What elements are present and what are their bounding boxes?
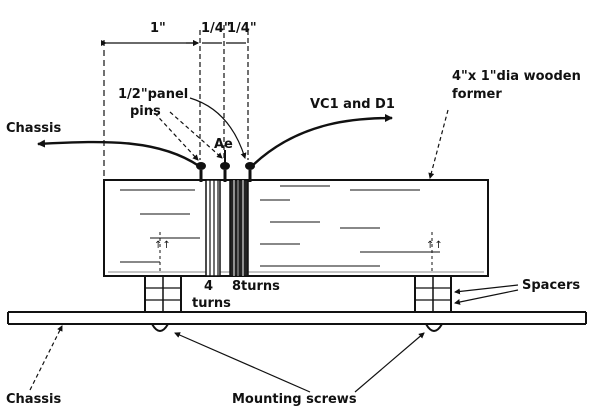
- dimension-quarter-1: 1/4": [201, 21, 231, 36]
- wire-to-vc1-d1: [251, 114, 393, 167]
- panel-pin-1: [196, 162, 206, 182]
- svg-text:↑↑: ↑↑: [426, 240, 443, 251]
- spacer-right: ↑↑: [414, 232, 452, 313]
- label-4: 4: [204, 279, 213, 294]
- spacer-left: ↑↑: [144, 232, 182, 313]
- label-chassis-bottom: Chassis: [6, 392, 61, 407]
- label-8turns: 8turns: [232, 279, 280, 294]
- label-panel-pins-line1: 1/2"panel: [118, 87, 188, 102]
- label-chassis-top: Chassis: [6, 121, 61, 136]
- mounting-screw-right: [425, 323, 443, 332]
- wire-to-chassis: [37, 139, 200, 167]
- mounting-screw-left: [151, 323, 169, 332]
- label-former-line1: 4"x 1"dia wooden: [452, 69, 581, 84]
- label-spacers: Spacers: [522, 278, 580, 293]
- svg-text:↑↑: ↑↑: [154, 240, 171, 251]
- label-mounting-screws: Mounting screws: [232, 392, 357, 407]
- panel-pin-leaders: [149, 97, 247, 161]
- label-panel-pins-line2: pins: [130, 104, 161, 119]
- label-former-line2: former: [452, 87, 502, 102]
- label-vc1-d1: VC1 and D1: [310, 97, 395, 112]
- label-turns: turns: [192, 296, 231, 311]
- wooden-former: [103, 179, 489, 277]
- dimension-quarter-2: 1/4": [227, 21, 257, 36]
- chassis-rail: [7, 311, 587, 325]
- label-ae: Ae: [214, 137, 233, 152]
- leader-lines: [29, 109, 519, 393]
- dimension-lines: [101, 25, 249, 185]
- coil-4-turns: [205, 179, 221, 277]
- dimension-1in: 1": [150, 21, 166, 36]
- coil-8-turns: [229, 179, 249, 277]
